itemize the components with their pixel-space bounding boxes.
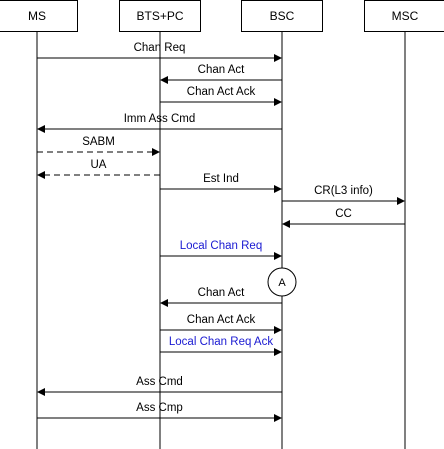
message-arrowhead — [37, 125, 45, 133]
message-4: SABM — [37, 136, 160, 156]
message-0: Chan Req — [37, 42, 282, 62]
message-arrowhead — [37, 388, 45, 396]
message-label: Chan Act Ack — [187, 86, 256, 98]
message-arrowhead — [160, 76, 168, 84]
marker-group: A — [267, 267, 297, 297]
message-arrowhead — [160, 299, 168, 307]
message-label: Chan Act — [198, 287, 245, 299]
message-9: Local Chan Req — [160, 240, 282, 260]
message-1: Chan Act — [160, 64, 282, 84]
message-label: SABM — [82, 136, 115, 148]
message-arrowhead — [274, 348, 282, 356]
entity-headers: MS BTS+PC BSC MSC — [0, 0, 444, 32]
message-arrowhead — [282, 220, 290, 228]
message-label: Est Ind — [203, 173, 239, 185]
entity-label-ms: MS — [28, 9, 46, 23]
marker-circle — [267, 267, 297, 297]
message-label: Chan Act — [198, 64, 245, 76]
message-label: Imm Ass Cmd — [124, 113, 196, 125]
marker-label: A — [278, 277, 286, 289]
message-arrowhead — [274, 98, 282, 106]
message-arrowhead — [152, 148, 160, 156]
message-arrowhead — [274, 252, 282, 260]
message-arrowhead — [274, 54, 282, 62]
message-label: UA — [91, 159, 107, 171]
entity-label-bts: BTS+PC — [136, 9, 183, 23]
message-12: Local Chan Req Ack — [160, 336, 282, 356]
message-label: CC — [335, 208, 352, 220]
message-arrowhead — [274, 185, 282, 193]
message-arrowhead — [274, 326, 282, 334]
message-label: Chan Act Ack — [187, 314, 256, 326]
message-7: CR(L3 info) — [282, 185, 405, 205]
entity-label-msc: MSC — [392, 9, 419, 23]
message-11: Chan Act Ack — [160, 314, 282, 334]
entity-label-bsc: BSC — [270, 9, 295, 23]
message-14: Ass Cmp — [37, 402, 282, 422]
entity-box-ms — [0, 0, 78, 32]
message-arrowhead — [397, 197, 405, 205]
message-label: Ass Cmp — [136, 402, 183, 414]
message-10: Chan Act — [160, 287, 282, 307]
entity-box-bts — [119, 0, 201, 32]
message-arrowhead — [274, 414, 282, 422]
message-13: Ass Cmd — [37, 376, 282, 396]
message-6: Est Ind — [160, 173, 282, 193]
message-label: Ass Cmd — [136, 376, 183, 388]
entity-box-bsc — [241, 0, 323, 32]
entity-box-msc — [364, 0, 444, 32]
message-2: Chan Act Ack — [160, 86, 282, 106]
message-8: CC — [282, 208, 405, 228]
message-label: Local Chan Req Ack — [169, 336, 273, 348]
message-label: CR(L3 info) — [314, 185, 373, 197]
message-3: Imm Ass Cmd — [37, 113, 282, 133]
message-5: UA — [37, 159, 160, 179]
lifelines — [36, 31, 406, 449]
message-label: Local Chan Req — [180, 240, 262, 252]
message-label: Chan Req — [134, 42, 186, 54]
message-arrowhead — [37, 171, 45, 179]
